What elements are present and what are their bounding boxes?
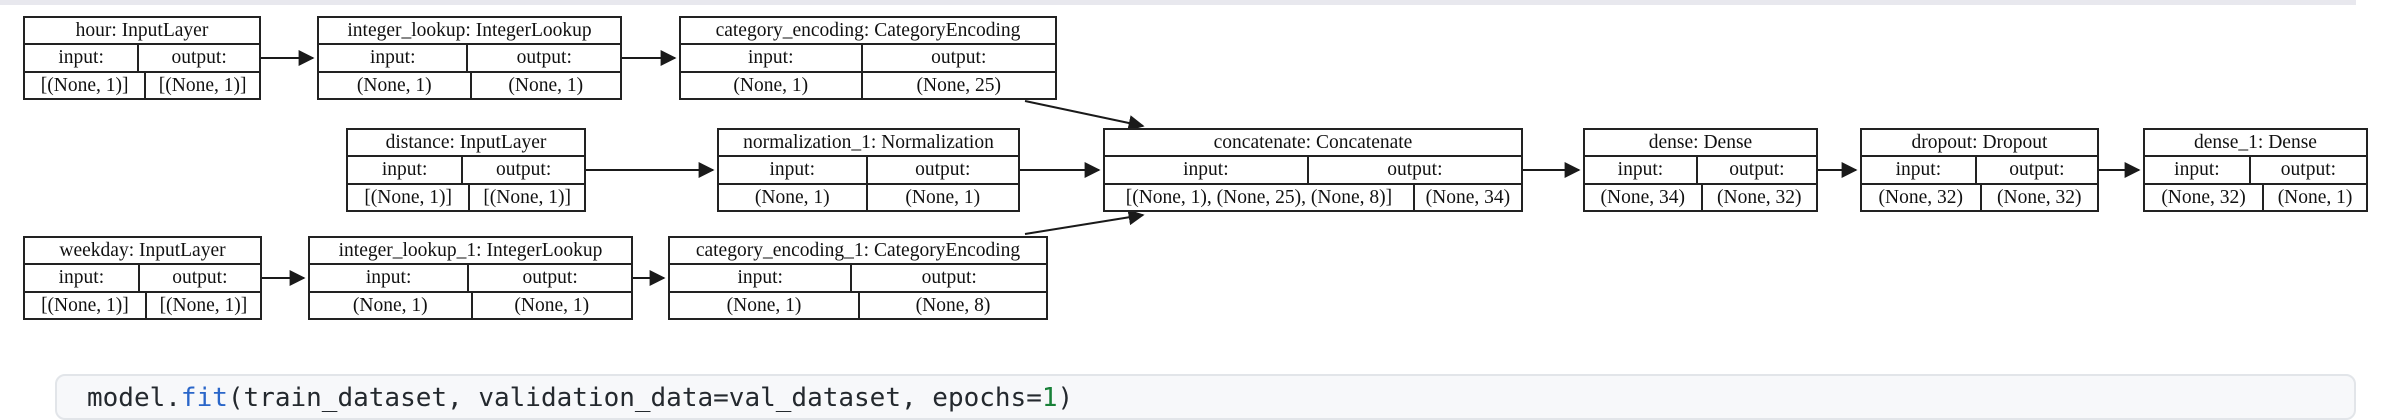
page-top-divider xyxy=(0,0,2356,5)
layer-title: dense_1: Dense xyxy=(2145,130,2366,158)
layer-output-shape: (None, 8) xyxy=(858,292,1046,318)
code-token: fit xyxy=(180,383,228,413)
layer-input-shape: [(None, 1)] xyxy=(41,294,129,316)
layer-output-shape: (None, 1) xyxy=(865,184,1019,210)
layer-input-shape: (None, 1) xyxy=(356,74,432,96)
layer-title: category_encoding_1: CategoryEncoding xyxy=(670,238,1046,266)
layer-output-label: output: xyxy=(137,45,259,71)
layer-input-label: input: xyxy=(58,267,105,289)
layer-title: normalization_1: Normalization xyxy=(719,130,1018,158)
layer-output-shape: [(None, 1)] xyxy=(468,184,584,210)
layer-title: weekday: InputLayer xyxy=(25,238,260,266)
layer-output-shape: (None, 1) xyxy=(2262,184,2366,210)
layer-input-shape: [(None, 1)] xyxy=(364,186,453,208)
layer-input-shape: (None, 34) xyxy=(1600,186,1685,208)
layer-output-label: output: xyxy=(850,265,1046,291)
layer-input-shape: (None, 1) xyxy=(726,294,802,316)
layer-input-shape: (None, 1) xyxy=(352,294,428,316)
layer-output-label: output: xyxy=(1974,157,2097,183)
layer-output-shape: (None, 1) xyxy=(469,72,621,98)
layer-output-label: output: xyxy=(860,45,1055,71)
layer-title: integer_lookup_1: IntegerLookup xyxy=(310,238,631,266)
code-line: model.fit(train_dataset, validation_data… xyxy=(87,383,1073,413)
layer-title: dense: Dense xyxy=(1585,130,1816,158)
layer-output-label: output: xyxy=(467,265,631,291)
edge-arrow-category_encoding_1-to-concatenate xyxy=(1024,209,1145,235)
code-token: (train_dataset, validation_data=val_data… xyxy=(227,383,1042,413)
code-cell[interactable]: model.fit(train_dataset, validation_data… xyxy=(55,374,2356,420)
layer-output-shape: (None, 32) xyxy=(1979,184,2098,210)
layer-input-shape: (None, 32) xyxy=(1878,186,1963,208)
layer-output-label: output: xyxy=(1306,157,1521,183)
layer-output-label: output: xyxy=(137,265,260,291)
layer-input-label: input: xyxy=(1183,159,1229,181)
layer-input-shape: (None, 32) xyxy=(2161,186,2246,208)
layer-output-label: output: xyxy=(865,157,1019,183)
layer-title: concatenate: Concatenate xyxy=(1105,130,1521,158)
code-token: 1 xyxy=(1041,383,1058,413)
layer-input-label: input: xyxy=(369,47,416,69)
layer-title: distance: InputLayer xyxy=(348,130,584,158)
layer-input-shape: [(None, 1)] xyxy=(40,74,129,96)
layer-input-label: input: xyxy=(58,47,104,69)
layer-input-shape: (None, 1) xyxy=(754,186,830,208)
layer-input-label: input: xyxy=(748,47,794,69)
layer-output-shape: (None, 34) xyxy=(1412,184,1521,210)
layer-input-label: input: xyxy=(381,159,428,181)
layer-title: category_encoding: CategoryEncoding xyxy=(681,18,1055,46)
edge-arrow-category_encoding-to-concatenate xyxy=(1024,100,1145,131)
layer-input-shape: (None, 1) xyxy=(733,74,809,96)
layer-output-label: output: xyxy=(461,157,584,183)
layer-input-label: input: xyxy=(1617,159,1664,181)
layer-output-shape: (None, 32) xyxy=(1700,184,1817,210)
code-token: ) xyxy=(1057,383,1074,413)
layer-input-label: input: xyxy=(737,267,783,289)
layer-title: dropout: Dropout xyxy=(1862,130,2097,158)
layer-title: integer_lookup: IntegerLookup xyxy=(319,18,620,46)
layer-input-label: input: xyxy=(365,267,412,289)
layer-output-shape: (None, 25) xyxy=(860,72,1055,98)
layer-output-label: output: xyxy=(1695,157,1816,183)
layer-output-shape: [(None, 1)] xyxy=(144,72,259,98)
layer-output-shape: [(None, 1)] xyxy=(144,292,260,318)
code-token: model. xyxy=(87,383,181,413)
layer-title: hour: InputLayer xyxy=(25,18,259,46)
layer-input-label: input: xyxy=(2174,159,2220,181)
layer-output-label: output: xyxy=(2248,157,2366,183)
layer-input-shape: [(None, 1), (None, 25), (None, 8)] xyxy=(1125,186,1393,208)
layer-output-label: output: xyxy=(466,45,620,71)
layer-input-label: input: xyxy=(1895,159,1942,181)
layer-input-label: input: xyxy=(769,159,815,181)
layer-output-shape: (None, 1) xyxy=(470,292,632,318)
